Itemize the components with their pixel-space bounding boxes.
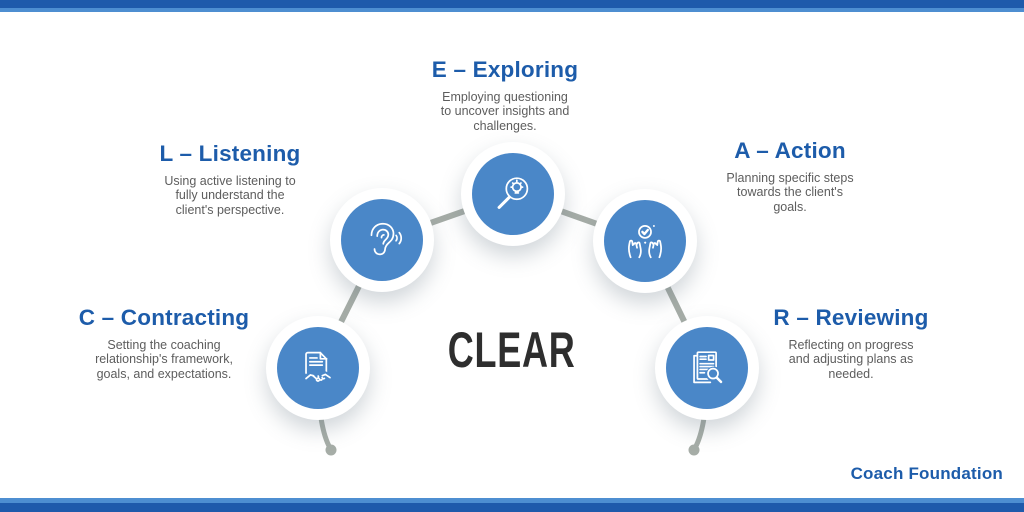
connector-end-dot xyxy=(688,444,700,456)
step-description: Using active listening to fully understa… xyxy=(164,173,296,218)
node-circle xyxy=(472,153,554,235)
node-reviewing xyxy=(655,316,759,420)
node-contracting xyxy=(266,316,370,420)
step-label-listening: L – Listening Using active listening to … xyxy=(112,141,348,218)
step-title: E – Exploring xyxy=(431,57,579,82)
node-listening xyxy=(330,188,434,292)
step-label-action: A – Action Planning specific steps towar… xyxy=(672,138,908,215)
center-model-title-text: CLEAR xyxy=(448,322,576,378)
node-exploring xyxy=(461,142,565,246)
step-description: Planning specific steps towards the clie… xyxy=(726,170,854,215)
step-label-contracting: C – Contracting Setting the coaching rel… xyxy=(46,305,282,382)
node-circle xyxy=(604,200,686,282)
step-title: L – Listening xyxy=(159,141,301,166)
connector-end-dot xyxy=(325,444,337,456)
contract-document-handshake-icon xyxy=(305,351,331,384)
step-description: Setting the coaching relationship's fram… xyxy=(95,337,233,382)
node-circle xyxy=(277,327,359,409)
node-action xyxy=(593,189,697,293)
top-border-dark-bar xyxy=(0,0,1024,8)
magnifier-lightbulb-icon xyxy=(497,177,529,209)
brand-wordmark: Coach Foundation xyxy=(850,464,1003,483)
center-model-title: CLEAR xyxy=(0,325,1024,375)
bottom-border-light-stripe xyxy=(0,498,1024,503)
node-circle xyxy=(341,199,423,281)
node-circle xyxy=(666,327,748,409)
hands-holding-checkmark-icon xyxy=(628,224,662,259)
documents-magnifier-icon xyxy=(693,351,723,384)
step-description: Employing questioning to uncover insight… xyxy=(440,89,570,134)
ear-sound-waves-icon xyxy=(370,222,402,256)
top-border-light-stripe xyxy=(0,8,1024,12)
step-description: Reflecting on progress and adjusting pla… xyxy=(788,337,914,382)
step-title: C – Contracting xyxy=(78,305,250,330)
step-label-exploring: E – Exploring Employing questioning to u… xyxy=(387,57,623,134)
step-label-reviewing: R – Reviewing Reflecting on progress and… xyxy=(733,305,969,382)
bottom-border-dark-bar xyxy=(0,503,1024,512)
step-title: A – Action xyxy=(734,138,846,163)
step-title: R – Reviewing xyxy=(773,305,929,330)
